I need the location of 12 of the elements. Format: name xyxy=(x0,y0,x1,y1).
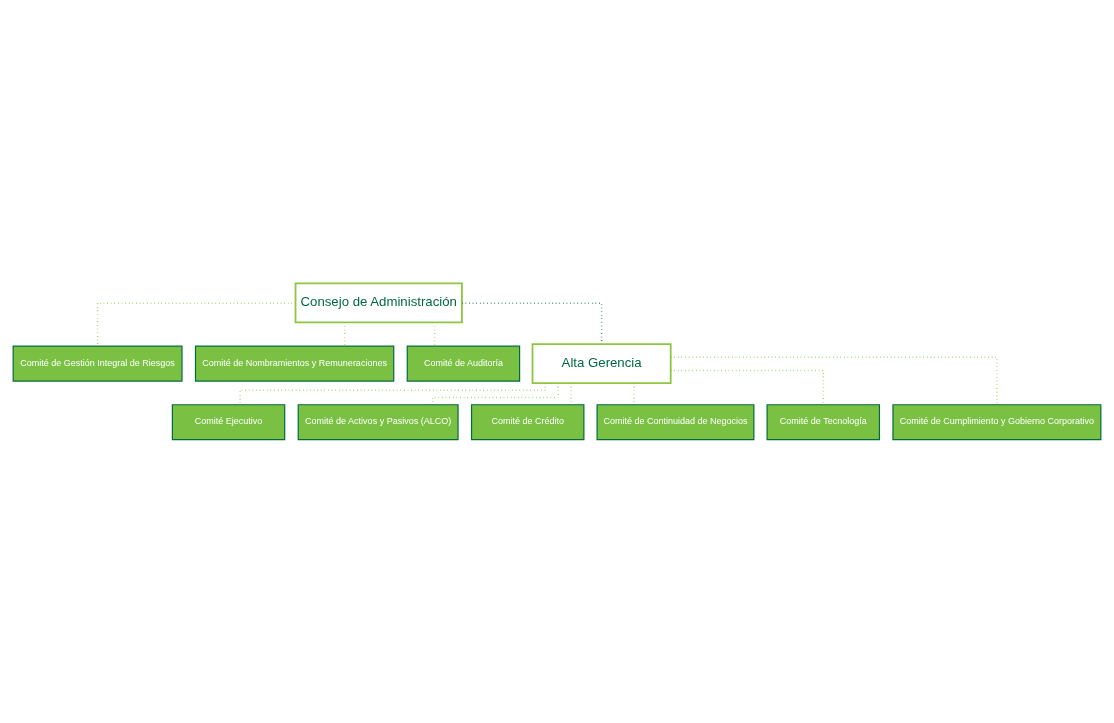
node-box: Comité de Activos y Pasivos (ALCO) xyxy=(297,404,459,441)
node-box: Consejo de Administración xyxy=(294,282,463,324)
node-box: Comité de Crédito xyxy=(470,404,585,441)
node-box: Comité de Nombramientos y Remuneraciones xyxy=(194,345,395,382)
node-box: Comité de Continuidad de Negocios xyxy=(596,404,755,441)
node-box: Comité de Gestión Integral de Riesgos xyxy=(12,345,183,382)
node-box: Comité de Tecnología xyxy=(766,404,881,441)
node-box: Alta Gerencia xyxy=(531,343,672,385)
node-box: Comité de Cumplimiento y Gobierno Corporativo xyxy=(892,404,1102,441)
node-box: Comité de Auditoría xyxy=(406,345,521,382)
connector xyxy=(96,302,297,347)
node-box: Comité Ejecutivo xyxy=(171,404,286,441)
